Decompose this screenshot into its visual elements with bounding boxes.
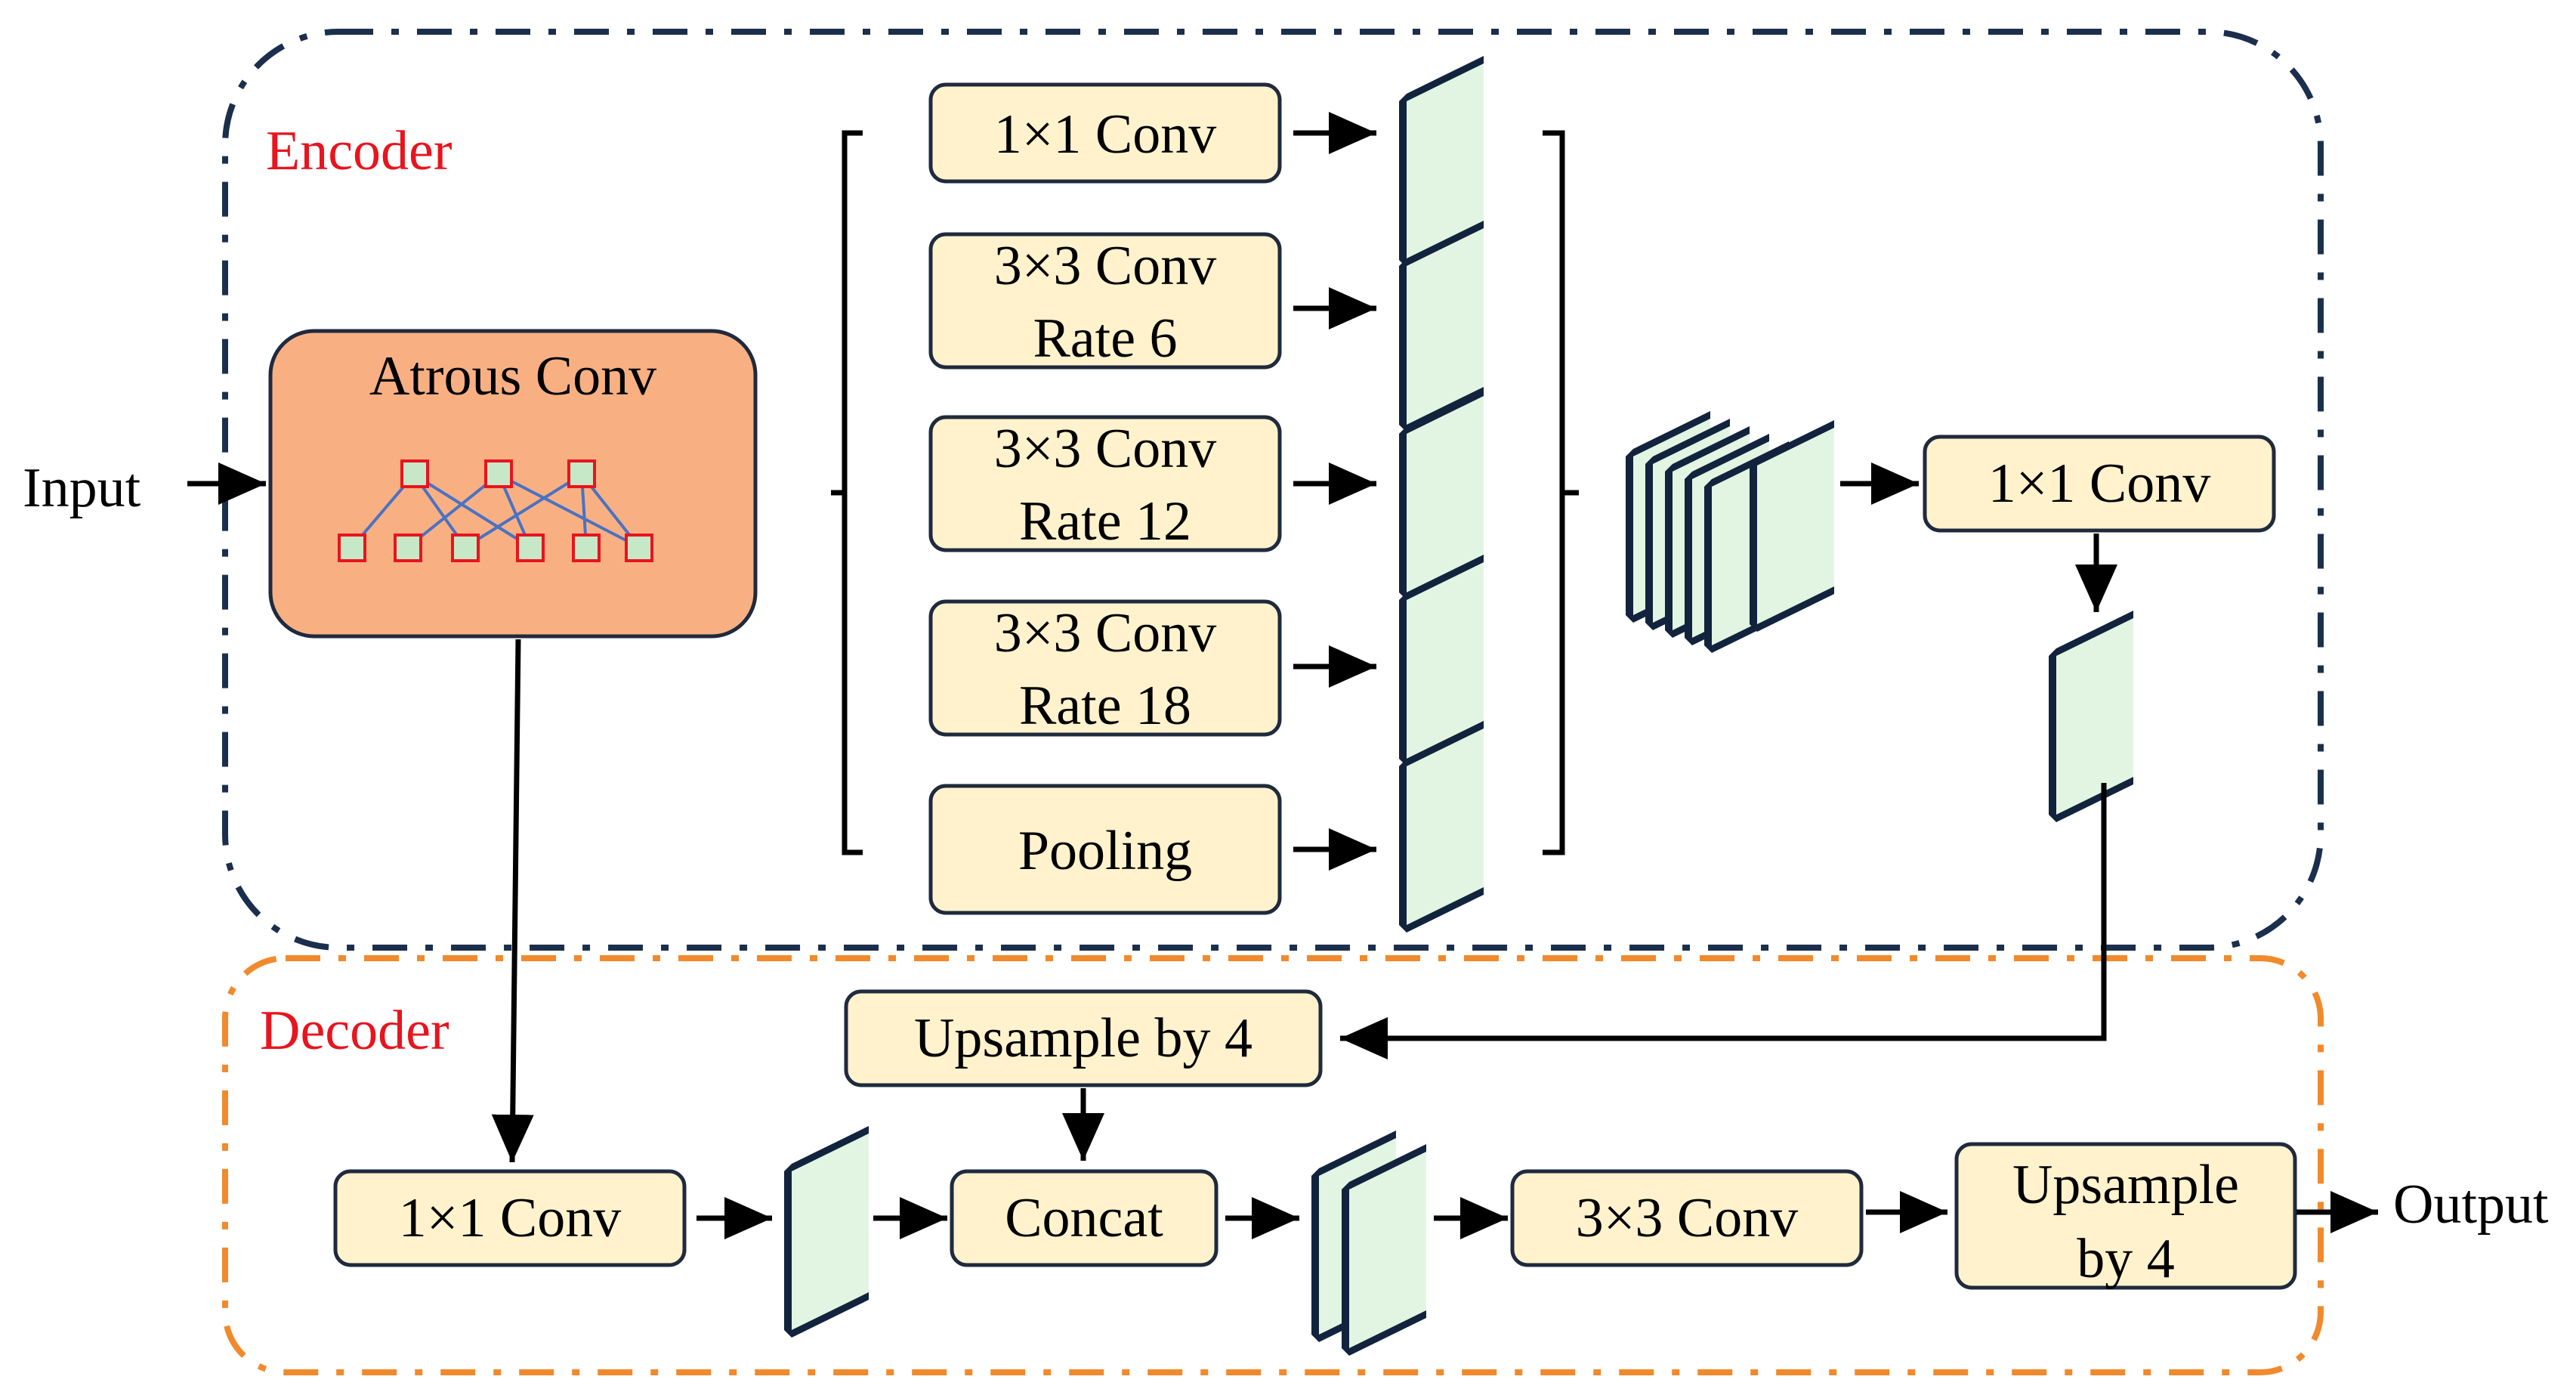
feature-map-icon [2049,611,2133,822]
encoder-container [222,29,2324,951]
aspp-branch-arrows [1293,112,1376,871]
decoder-1x1-conv-label: 1×1 Conv [399,1187,622,1249]
decoder-upsample-final-box [1954,1142,2297,1290]
atrous-nodes [338,459,653,562]
concatenated-feature-stack-icon [1626,411,1834,653]
input-label: Input [23,457,141,519]
skip-connection-arrow [491,639,534,1163]
encoder-1x1-conv-box [1923,435,2276,533]
decoder-upsample-final-line2: by 4 [2077,1228,2175,1290]
aspp-rate18-line2: Rate 18 [1019,675,1191,737]
concatenated-feature-pair-icon [1311,1131,1426,1356]
aspp-pooling-box [928,784,1282,915]
concat-box [950,1169,1219,1267]
aspp-rate12-box [928,415,1282,552]
aspp-rate6-line2: Rate 6 [1033,308,1177,370]
aspp-pooling-label: Pooling [1018,820,1192,882]
decoder-container [222,955,2324,1375]
encoder-to-upsample-path [1340,783,2107,1059]
concat-label: Concat [1005,1187,1163,1249]
atrous-graph-icon [338,459,653,562]
decoder-1x1-conv-box [333,1169,687,1267]
decoder-upsample-final-line1: Upsample [2012,1154,2239,1216]
decoder-3x3-conv-box [1510,1169,1864,1267]
encoder-label: Encoder [266,120,452,182]
aspp-rate12-line1: 3×3 Conv [994,418,1217,480]
aspp-rate18-box [928,599,1282,737]
aspp-rate6-box [928,232,1282,370]
aspp-left-bracket [831,130,863,855]
decoder-label: Decoder [260,1000,449,1062]
atrous-conv-title: Atrous Conv [369,345,656,407]
aspp-rate12-line2: Rate 12 [1019,490,1191,552]
aspp-rate18-line1: 3×3 Conv [994,602,1217,664]
decoder-upsample-mid-box [844,989,1323,1087]
feature-map-icon [784,1126,869,1338]
aspp-right-bracket [1543,130,1579,855]
decoder-3x3-conv-label: 3×3 Conv [1576,1187,1799,1249]
output-label: Output [2393,1174,2549,1236]
encoder-1x1-conv-label: 1×1 Conv [1988,453,2211,515]
aspp-1x1-conv-label: 1×1 Conv [994,104,1217,165]
aspp-1x1-conv-box [928,82,1282,184]
decoder-upsample-mid-label: Upsample by 4 [914,1007,1252,1069]
aspp-rate6-line1: 3×3 Conv [994,235,1217,297]
